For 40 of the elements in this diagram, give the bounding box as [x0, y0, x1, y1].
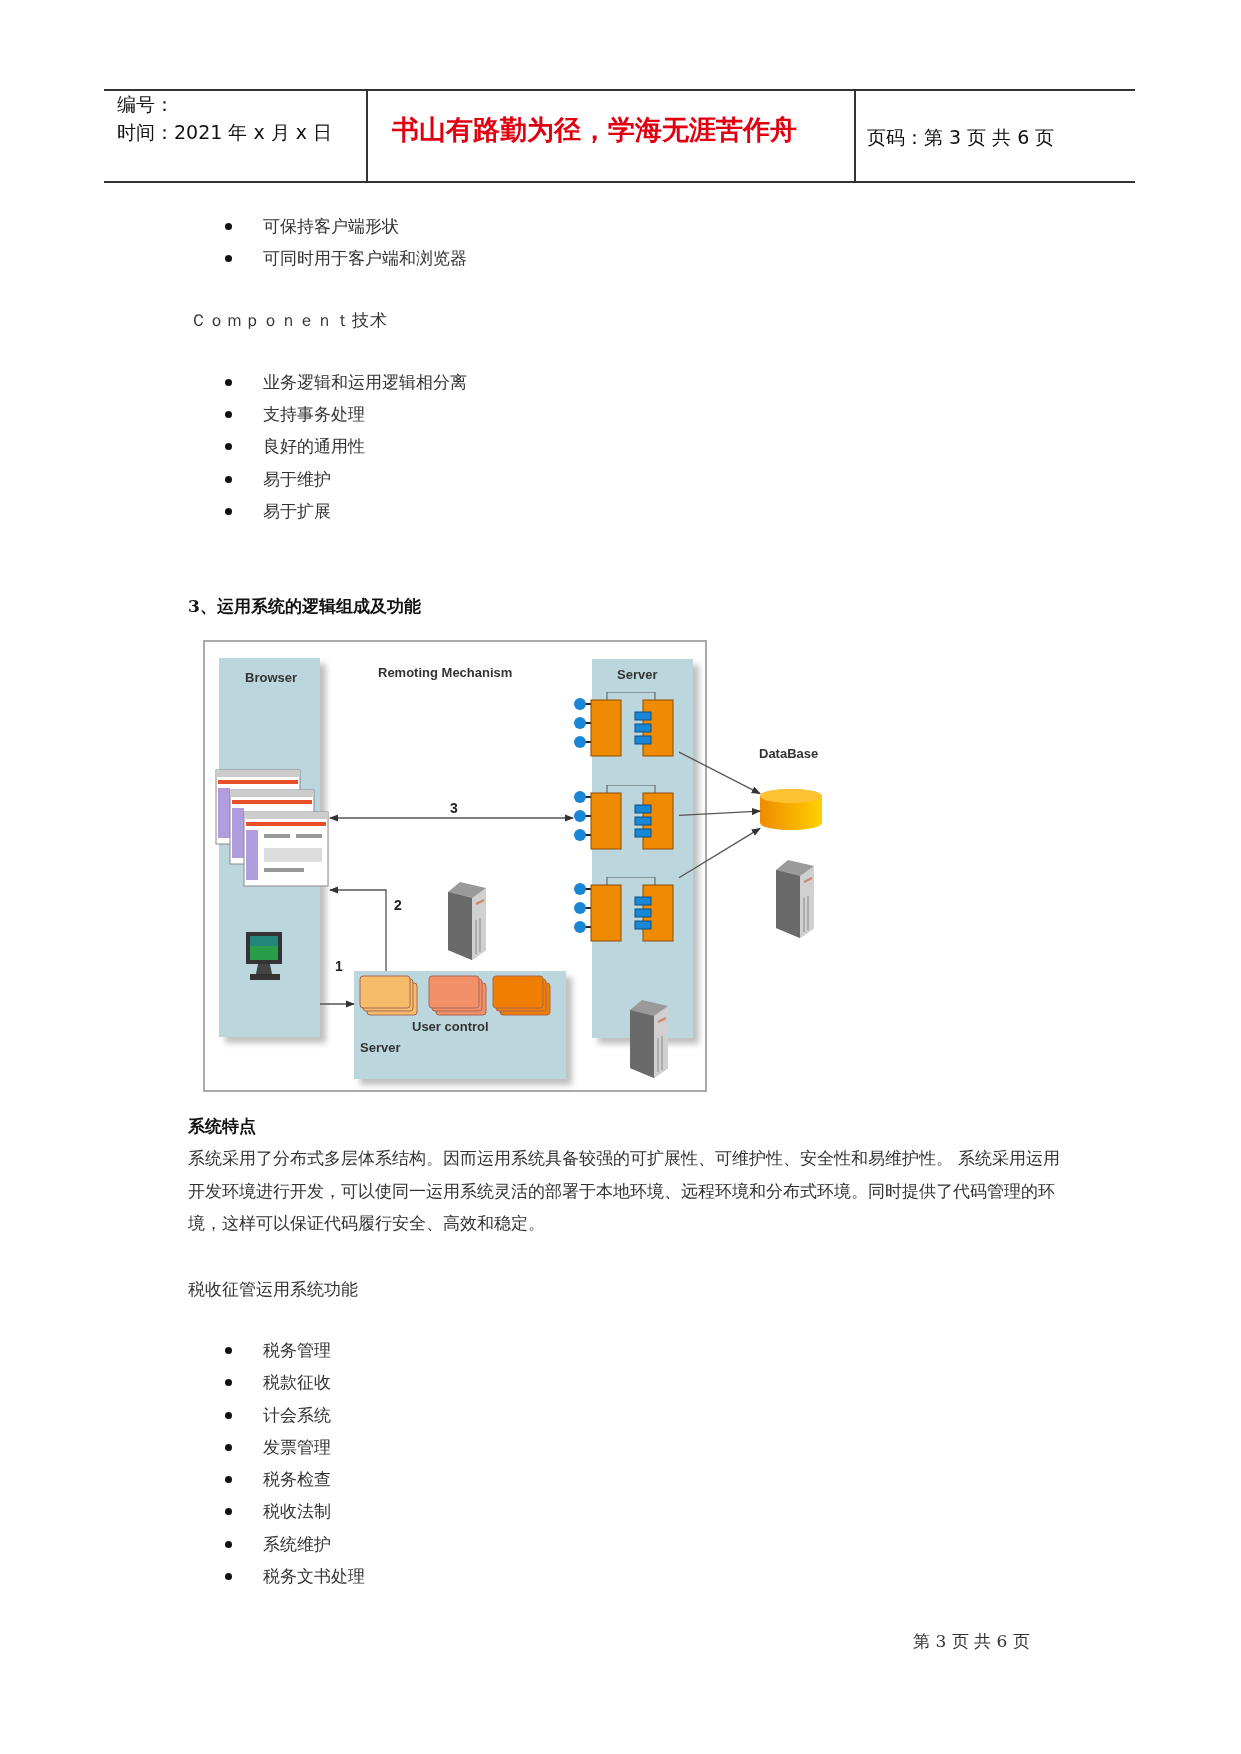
diagram-label: Remoting Mechanism — [378, 665, 513, 681]
section-heading: 系统特点 — [188, 1115, 256, 1137]
panel-title: User control — [412, 1019, 489, 1035]
list-item: 税务检查 — [263, 1468, 331, 1490]
panel-title: DataBase — [759, 746, 819, 762]
list-item: 税务文书处理 — [263, 1565, 365, 1587]
panel-label: Server — [360, 1040, 401, 1056]
arrow — [678, 751, 761, 795]
arrow — [678, 827, 761, 879]
subheading: Ｃｏｍｐｏｎｅｎｔ技术 — [190, 309, 388, 331]
list-item: 可保持客户端形状 — [263, 215, 399, 237]
list-item: 支持事务处理 — [263, 403, 365, 425]
edge-label: 2 — [392, 897, 404, 913]
list-item: 税收法制 — [263, 1500, 331, 1522]
list-item: 易于维护 — [263, 468, 331, 490]
page-footer: 第 3 页 共 6 页 — [913, 1630, 1030, 1652]
edge-label: 1 — [333, 958, 345, 974]
panel-title: Server — [617, 667, 658, 683]
header-date: 时间：2021 年 x 月 x 日 — [117, 121, 333, 143]
header-field: 编号： — [117, 93, 174, 115]
arrow — [329, 814, 574, 822]
arrow — [678, 807, 761, 816]
arrow — [329, 886, 387, 972]
arrow — [319, 1000, 355, 1008]
page-number: 页码：第 3 页 共 6 页 — [867, 126, 1055, 148]
list-item: 计会系统 — [263, 1404, 331, 1426]
list-item: 良好的通用性 — [263, 435, 365, 457]
list-item: 税务管理 — [263, 1339, 331, 1361]
section-heading: 3、运用系统的逻辑组成及功能 — [188, 595, 421, 617]
panel-title: Browser — [245, 670, 298, 686]
list-item: 税款征收 — [263, 1371, 331, 1393]
list-item: 易于扩展 — [263, 500, 331, 522]
list-item: 发票管理 — [263, 1436, 331, 1458]
list-item: 可同时用于客户端和浏览器 — [263, 247, 467, 269]
paragraph: 税收征管运用系统功能 — [188, 1278, 358, 1300]
database-cylinder — [758, 746, 824, 830]
list-item: 业务逻辑和运用逻辑相分离 — [263, 371, 467, 393]
paragraph: 系统采用了分布式多层体系结构。因而运用系统具备较强的可扩展性、可维护性、安全性和易维护性。 系统采用运用开发环境进行开发，可以使同一运用系统灵活的部署于本地环境、远程环境和分布式环境。同时提供了代码管理的环境，这样可以保证代码履行安全、高效和稳定。 — [188, 1147, 1062, 1235]
list-item: 系统维护 — [263, 1533, 331, 1555]
edge-label: 3 — [448, 800, 460, 816]
